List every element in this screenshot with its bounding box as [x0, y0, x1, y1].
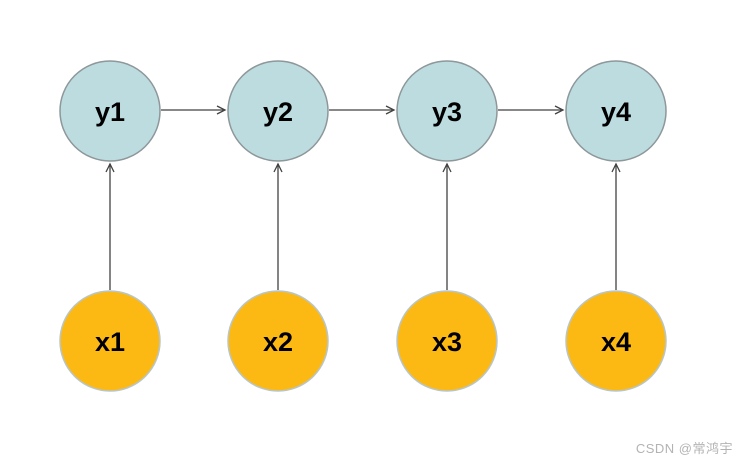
node-x3: x3	[396, 290, 498, 392]
x4-label: x4	[601, 327, 631, 357]
csdn-watermark: CSDN @常鸿宇	[635, 441, 733, 456]
node-x2: x2	[227, 290, 329, 392]
y1-circle	[59, 60, 161, 162]
y3-label: y3	[432, 97, 462, 127]
x1-circle	[59, 290, 161, 392]
node-y2: y2	[227, 60, 329, 162]
node-y1: y1	[59, 60, 161, 162]
y2-label: y2	[263, 97, 293, 127]
node-x4: x4	[565, 290, 667, 392]
x1-label: x1	[95, 327, 125, 357]
y1-label: y1	[95, 97, 125, 127]
x3-label: x3	[432, 327, 462, 357]
node-y4: y4	[565, 60, 667, 162]
node-y3: y3	[396, 60, 498, 162]
y4-label: y4	[601, 97, 631, 127]
input-edges	[105, 162, 621, 290]
y3-circle	[396, 60, 498, 162]
node-x1: x1	[59, 290, 161, 392]
x4-circle	[565, 290, 667, 392]
x2-circle	[227, 290, 329, 392]
y4-circle	[565, 60, 667, 162]
x2-label: x2	[263, 327, 293, 357]
y2-circle	[227, 60, 329, 162]
x3-circle	[396, 290, 498, 392]
